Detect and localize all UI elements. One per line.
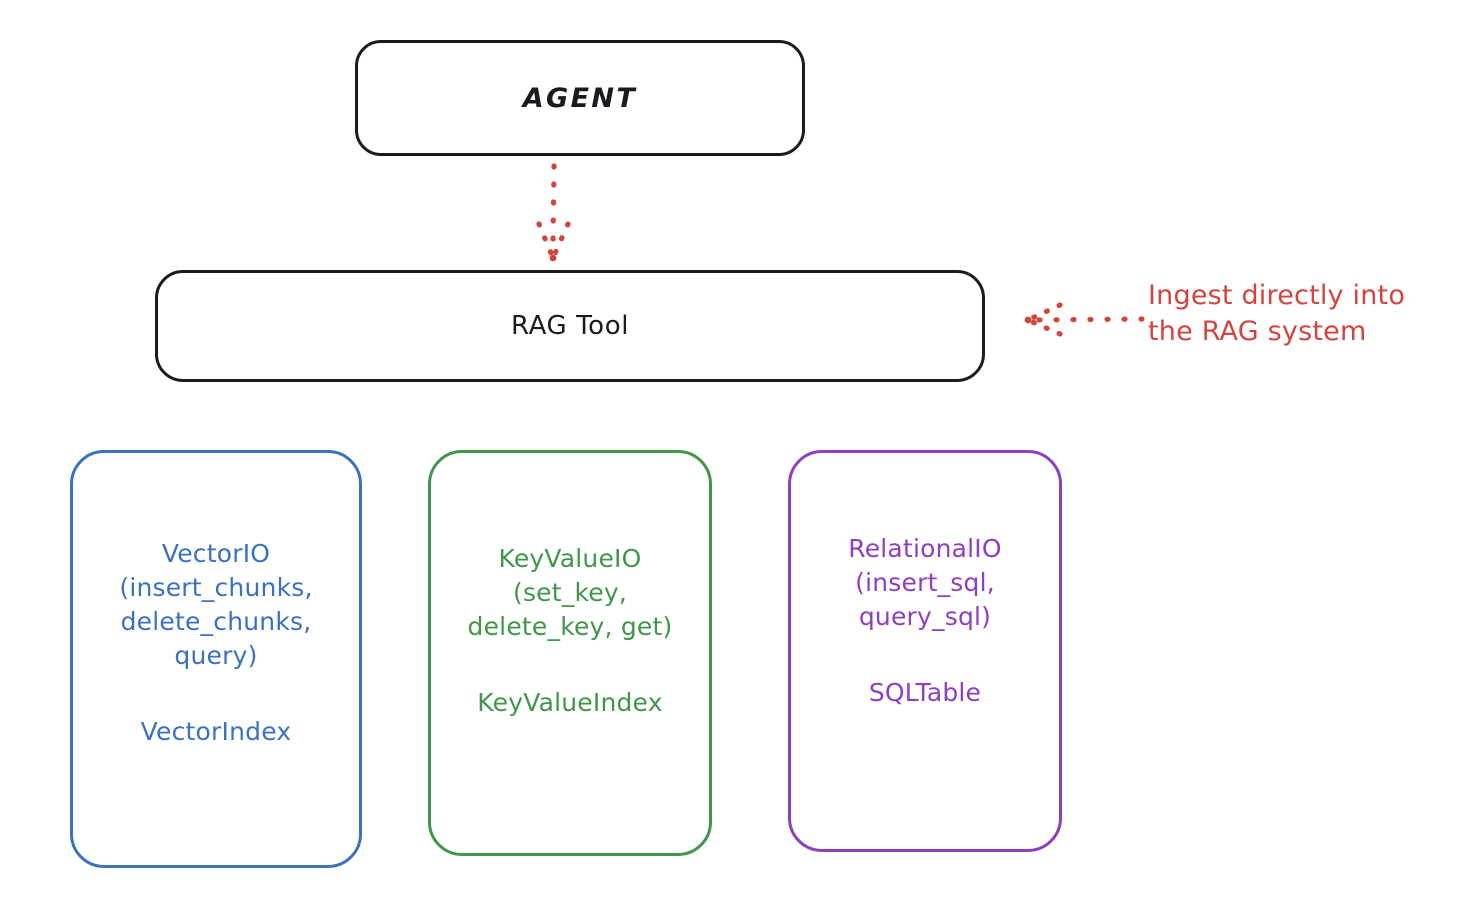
node-key-value-io-content: KeyValueIO (set_key, delete_key, get) Ke…: [441, 542, 699, 720]
node-key-value-io[interactable]: KeyValueIO (set_key, delete_key, get) Ke…: [428, 450, 712, 856]
arrow-agent-to-rag-tool: [536, 163, 571, 262]
node-relational-io-title: RelationalIO (insert_sql, query_sql): [848, 534, 1002, 631]
node-rag-tool-label: RAG Tool: [510, 311, 630, 341]
node-vector-io-title: VectorIO (insert_chunks, delete_chunks, …: [119, 539, 313, 670]
arrow-ingest-to-rag-tool: [1024, 302, 1145, 337]
annotation-ingest: Ingest directly into the RAG system: [1148, 280, 1406, 347]
node-vector-io-content: VectorIO (insert_chunks, delete_chunks, …: [83, 537, 349, 749]
node-vector-io[interactable]: VectorIO (insert_chunks, delete_chunks, …: [70, 450, 362, 868]
node-key-value-io-title: KeyValueIO (set_key, delete_key, get): [467, 544, 673, 641]
node-vector-io-subtitle: VectorIndex: [140, 717, 292, 746]
node-key-value-io-subtitle: KeyValueIndex: [477, 688, 663, 717]
node-rag-tool[interactable]: RAG Tool: [155, 270, 985, 382]
node-relational-io-content: RelationalIO (insert_sql, query_sql) SQL…: [801, 532, 1049, 710]
node-relational-io-subtitle: SQLTable: [868, 678, 982, 707]
node-relational-io[interactable]: RelationalIO (insert_sql, query_sql) SQL…: [788, 450, 1062, 852]
node-agent[interactable]: AGENT: [355, 40, 805, 156]
node-agent-label: AGENT: [522, 82, 638, 114]
